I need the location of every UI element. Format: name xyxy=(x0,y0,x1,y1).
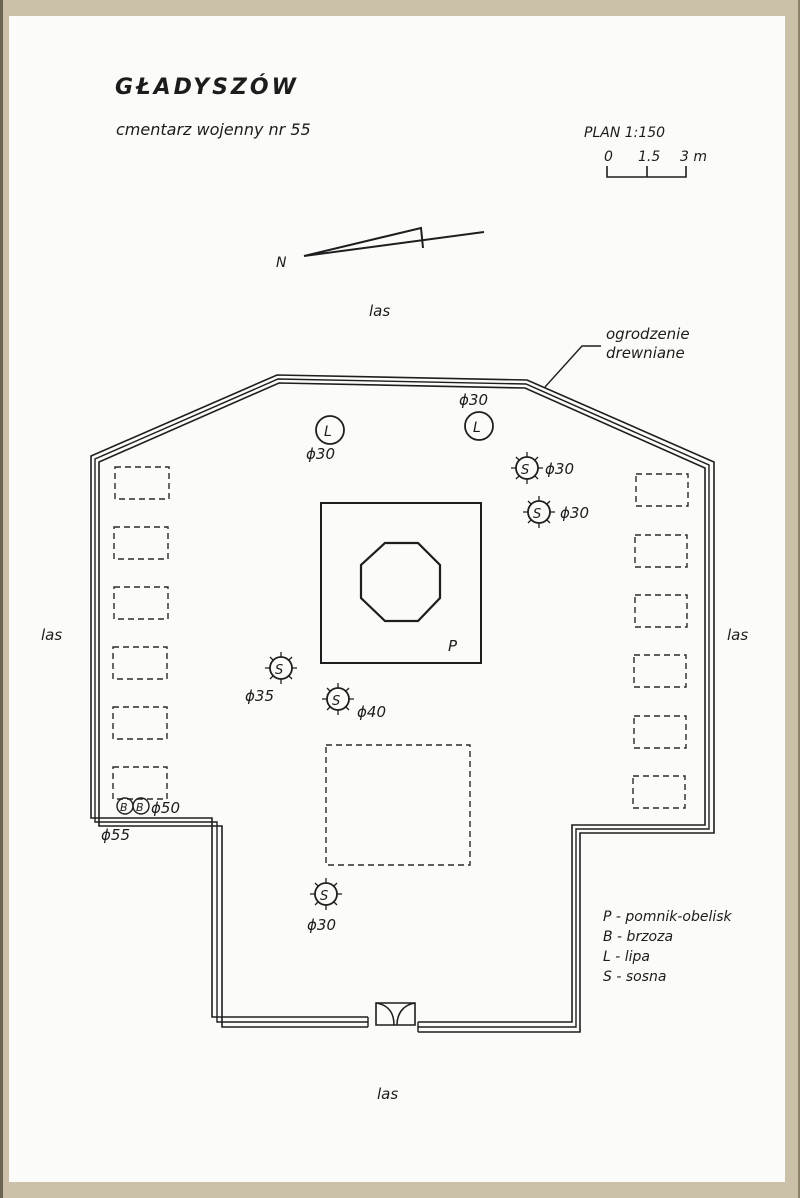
tree-symbol: B xyxy=(136,801,144,814)
legend-item-b: B - brzoza xyxy=(603,929,673,945)
tree-pine-4: S ϕ40 xyxy=(322,683,386,721)
tree-symbol: S xyxy=(332,694,340,709)
legend: P - pomnik-obelisk B - brzoza L - lipa S… xyxy=(603,909,733,985)
tree-diameter: ϕ35 xyxy=(245,687,274,705)
tree-diameter: ϕ40 xyxy=(357,703,386,721)
grave xyxy=(633,654,687,688)
grave xyxy=(634,534,688,568)
legend-item-l: L - lipa xyxy=(603,949,650,965)
grave xyxy=(112,766,168,800)
tree-pine-2: S ϕ30 xyxy=(523,496,589,528)
tree-birch-1: B ϕ55 xyxy=(101,797,134,844)
monument-obelisk: P xyxy=(320,502,482,664)
label-forest-right: las xyxy=(727,626,748,644)
label-forest-left: las xyxy=(41,626,62,644)
legend-item-p: P - pomnik-obelisk xyxy=(603,909,733,925)
tree-symbol: S xyxy=(320,889,328,904)
scale-tick-0: 0 xyxy=(604,149,613,165)
scale-bar: PLAN 1:150 0 1.5 3 m xyxy=(584,125,707,178)
tree-birch-2: B ϕ50 xyxy=(132,797,180,817)
tree-diameter: ϕ30 xyxy=(307,916,336,934)
grave xyxy=(113,526,169,560)
tree-diameter: ϕ30 xyxy=(560,504,589,522)
tree-linden-1: L ϕ30 xyxy=(306,415,345,463)
mass-grave xyxy=(325,744,471,866)
tree-pine-3: S ϕ35 xyxy=(245,652,297,705)
tree-symbol: L xyxy=(324,424,332,440)
north-label: N xyxy=(276,255,287,271)
grave xyxy=(635,473,689,507)
grave xyxy=(112,706,168,740)
grave xyxy=(633,715,687,749)
plan-subtitle: cmentarz wojenny nr 55 xyxy=(116,120,311,139)
grave xyxy=(112,646,168,680)
tree-diameter: ϕ50 xyxy=(151,799,180,817)
tree-diameter: ϕ55 xyxy=(101,826,130,844)
grave xyxy=(634,594,688,628)
fence-label-line1: ogrodzenie xyxy=(606,325,690,343)
tree-symbol: S xyxy=(275,663,283,678)
graves-right-column xyxy=(632,473,689,809)
mount-edge-left xyxy=(0,0,3,1198)
tree-symbol: L xyxy=(473,420,481,436)
tree-diameter: ϕ30 xyxy=(545,460,574,478)
legend-item-s: S - sosna xyxy=(603,969,666,985)
tree-pine-5: S ϕ30 xyxy=(307,878,342,934)
tree-symbol: B xyxy=(120,801,128,814)
scale-tick-2: 3 m xyxy=(680,149,707,165)
north-arrow-icon: N xyxy=(276,226,485,271)
wooden-fence xyxy=(90,374,715,1033)
grave xyxy=(632,775,686,809)
label-forest-top: las xyxy=(369,302,390,320)
tree-diameter: ϕ30 xyxy=(306,445,335,463)
tree-pine-1: S ϕ30 xyxy=(511,452,574,484)
scale-label: PLAN 1:150 xyxy=(584,125,665,141)
tree-linden-2: L ϕ30 xyxy=(459,391,494,441)
label-forest-bottom: las xyxy=(377,1085,398,1103)
tree-symbol: S xyxy=(533,507,541,522)
tree-diameter: ϕ30 xyxy=(459,391,488,409)
mount-edge-right xyxy=(798,0,800,1198)
grave xyxy=(114,466,170,500)
scale-tick-1: 1.5 xyxy=(638,149,660,165)
paper-sheet xyxy=(9,16,785,1182)
fence-callout: ogrodzenie drewniane xyxy=(544,325,690,388)
graves-left-column xyxy=(112,466,170,800)
grave xyxy=(113,586,169,620)
plan-title: GŁADYSZÓW xyxy=(115,74,299,100)
fence-label-line2: drewniane xyxy=(606,344,685,362)
gate-icon xyxy=(375,1002,416,1026)
monument-label: P xyxy=(448,637,458,655)
tree-symbol: S xyxy=(521,463,529,478)
